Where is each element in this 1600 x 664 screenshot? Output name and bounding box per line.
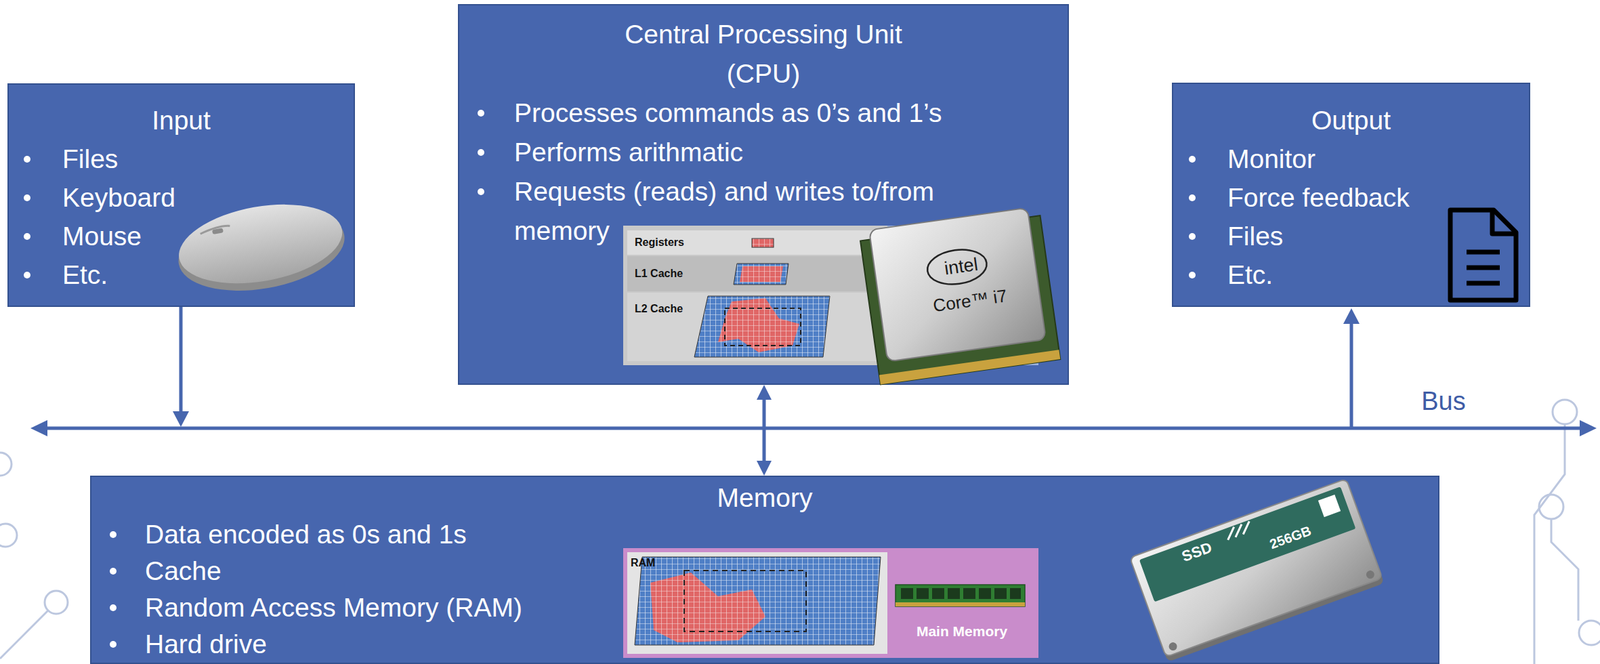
bus-arrowhead	[1579, 419, 1597, 437]
bullet-text: Cache	[144, 552, 222, 590]
component-box: OutputMonitorForce feedbackFilesEtc.	[1171, 82, 1531, 307]
bullet-row: Processes commands as 0’s and 1’s	[459, 93, 1068, 133]
box-heading: Memory	[91, 479, 1439, 517]
bullet-text: Etc.	[1227, 255, 1273, 294]
arrowhead	[756, 460, 772, 476]
bullet-row: Monitor	[1173, 139, 1529, 179]
cache-level-label: Registers	[634, 236, 685, 249]
bullet-text: Mouse	[62, 216, 142, 256]
bullet-text: Random Access Memory (RAM)	[144, 589, 523, 626]
main-memory-label: Main Memory	[916, 623, 1008, 639]
bullet-row: Mouse	[8, 216, 354, 256]
bullet-dot	[23, 233, 31, 240]
bullet-text: Etc.	[62, 255, 108, 294]
bus-arrowhead	[30, 419, 48, 437]
bullet-row: Requests (reads) and writes to/from memo…	[459, 172, 1068, 251]
bullet-dot	[23, 155, 31, 163]
ram-picture	[623, 548, 1039, 658]
bullet-row: Random Access Memory (RAM)	[91, 589, 1439, 626]
bus-line	[46, 426, 1582, 431]
component-box: MemoryData encoded as 0s and 1sCacheRand…	[90, 475, 1440, 664]
bus-connector	[756, 384, 772, 476]
output-bus-arrowhead	[1343, 308, 1360, 324]
bullet-row: Cache	[91, 552, 1439, 590]
cache-level-label: L2 Cache	[634, 302, 683, 315]
bullet-dot	[1188, 155, 1196, 163]
bullet-row: Performs arithmatic	[459, 132, 1068, 173]
bullet-row: Keyboard	[8, 178, 354, 217]
bullet-row: Files	[1173, 216, 1529, 256]
bus-label: Bus	[1421, 387, 1466, 416]
component-box: InputFilesKeyboardMouseEtc.	[7, 83, 355, 307]
bullet-row: Files	[8, 139, 354, 179]
bullet-dot	[1188, 233, 1196, 240]
bullet-dot	[109, 567, 117, 575]
output-bus-wire	[1350, 322, 1354, 427]
bullet-text: Files	[1227, 216, 1283, 256]
bullet-text: Hard drive	[144, 625, 267, 663]
cpu-chip-picture	[858, 205, 1061, 385]
mouse-picture	[171, 192, 351, 303]
bullet-row: Etc.	[1173, 255, 1529, 294]
bullet-dot	[109, 531, 117, 538]
bullet-text: Files	[62, 139, 118, 179]
bullet-dot	[477, 149, 485, 156]
bullet-row: Data encoded as 0s and 1s	[91, 516, 1439, 553]
bullet-row: Etc.	[8, 255, 354, 294]
bullet-text: Data encoded as 0s and 1s	[144, 516, 467, 553]
input-bus-arrowhead	[172, 411, 189, 427]
bullet-text: Force feedback	[1227, 178, 1410, 217]
bullet-text: Monitor	[1227, 139, 1316, 179]
bullet-dot	[477, 109, 485, 117]
bullet-dot	[23, 271, 31, 279]
bullet-dot	[477, 188, 485, 196]
bullet-dot	[1188, 271, 1196, 279]
box-heading: Output	[1173, 100, 1529, 140]
bullet-text: Performs arithmatic	[514, 132, 744, 173]
ssd-picture	[1129, 478, 1385, 662]
bullet-text: Processes commands as 0’s and 1’s	[514, 93, 943, 133]
box-heading: Central Processing Unit (CPU)	[604, 14, 923, 94]
bullet-text: Requests (reads) and writes to/from memo…	[514, 172, 989, 251]
box-heading: Input	[8, 100, 354, 140]
arrowhead	[756, 384, 772, 400]
ram-label: RAM	[630, 556, 656, 570]
connector-line	[762, 398, 767, 462]
bullet-row: Force feedback	[1173, 178, 1529, 217]
bullet-text: Keyboard	[62, 178, 176, 217]
cache-level-label: L1 Cache	[634, 267, 683, 280]
document-icon	[1450, 209, 1517, 301]
bullet-dot	[109, 640, 117, 648]
bullet-dot	[23, 194, 31, 202]
bullet-dot	[1188, 194, 1196, 202]
input-bus-wire	[179, 306, 183, 414]
bullet-row: Hard drive	[91, 625, 1439, 663]
bullet-dot	[109, 604, 117, 612]
